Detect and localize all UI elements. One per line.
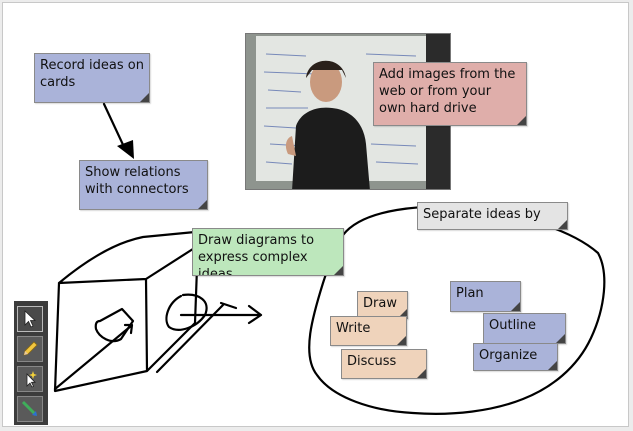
card-text: Add images from the web or from your own… bbox=[379, 67, 516, 116]
right-arrow-sketch bbox=[179, 304, 263, 325]
lines-sketch bbox=[155, 301, 238, 374]
pointer-tool-button[interactable] bbox=[17, 366, 43, 392]
resize-handle[interactable] bbox=[417, 369, 426, 378]
connector-arrow bbox=[102, 102, 127, 151]
pencil-icon bbox=[23, 341, 38, 356]
card-plan[interactable]: Plan bbox=[450, 281, 521, 312]
card-text: Separate ideas by bbox=[423, 207, 541, 222]
card-organize[interactable]: Organize bbox=[473, 343, 558, 371]
resize-handle[interactable] bbox=[511, 302, 520, 311]
card-text: Discuss bbox=[347, 354, 397, 369]
card-show-relations[interactable]: Show relations with connectors bbox=[79, 160, 208, 210]
resize-handle[interactable] bbox=[556, 334, 565, 343]
connector-arrowhead bbox=[117, 140, 134, 159]
connector-pen-icon bbox=[21, 400, 38, 417]
resize-handle[interactable] bbox=[140, 93, 149, 102]
select-arrow-icon bbox=[24, 310, 37, 328]
card-text: Draw bbox=[363, 296, 397, 311]
resize-handle[interactable] bbox=[334, 266, 343, 275]
resize-handle[interactable] bbox=[397, 336, 406, 345]
pencil-tool-button[interactable] bbox=[17, 336, 43, 362]
select-tool-button[interactable] bbox=[17, 306, 43, 332]
resize-handle[interactable] bbox=[548, 361, 557, 370]
card-text: Write bbox=[336, 321, 371, 336]
oval-sketch bbox=[165, 293, 208, 331]
tool-palette bbox=[14, 301, 48, 425]
resize-handle[interactable] bbox=[198, 200, 207, 209]
connector-tool-button[interactable] bbox=[17, 396, 43, 422]
card-text: Outline bbox=[489, 318, 537, 333]
card-text: Draw diagrams to express complex ideas bbox=[198, 233, 315, 276]
card-text: Organize bbox=[479, 348, 538, 363]
card-text: Plan bbox=[456, 286, 484, 301]
card-discuss[interactable]: Discuss bbox=[341, 349, 427, 379]
card-record-ideas[interactable]: Record ideas on cards bbox=[34, 53, 150, 103]
diagonal-arrow-sketch bbox=[53, 323, 134, 391]
pointer-sparkle-icon bbox=[26, 371, 37, 388]
card-outline[interactable]: Outline bbox=[483, 313, 566, 344]
resize-handle[interactable] bbox=[398, 309, 407, 318]
card-text: Record ideas on cards bbox=[40, 58, 144, 90]
whiteboard-canvas[interactable]: Record ideas on cards Show relations wit… bbox=[2, 2, 629, 427]
card-draw-diagrams[interactable]: Draw diagrams to express complex ideas bbox=[192, 228, 344, 276]
resize-handle[interactable] bbox=[558, 220, 567, 229]
cube-sketch bbox=[53, 230, 200, 393]
card-text: Show relations with connectors bbox=[85, 165, 189, 197]
card-separate-ideas[interactable]: Separate ideas by bbox=[417, 202, 568, 230]
card-write[interactable]: Write bbox=[330, 316, 407, 346]
card-add-images[interactable]: Add images from the web or from your own… bbox=[373, 62, 527, 126]
resize-handle[interactable] bbox=[517, 116, 526, 125]
inner-spiral-sketch bbox=[94, 307, 135, 343]
card-draw[interactable]: Draw bbox=[357, 291, 408, 319]
